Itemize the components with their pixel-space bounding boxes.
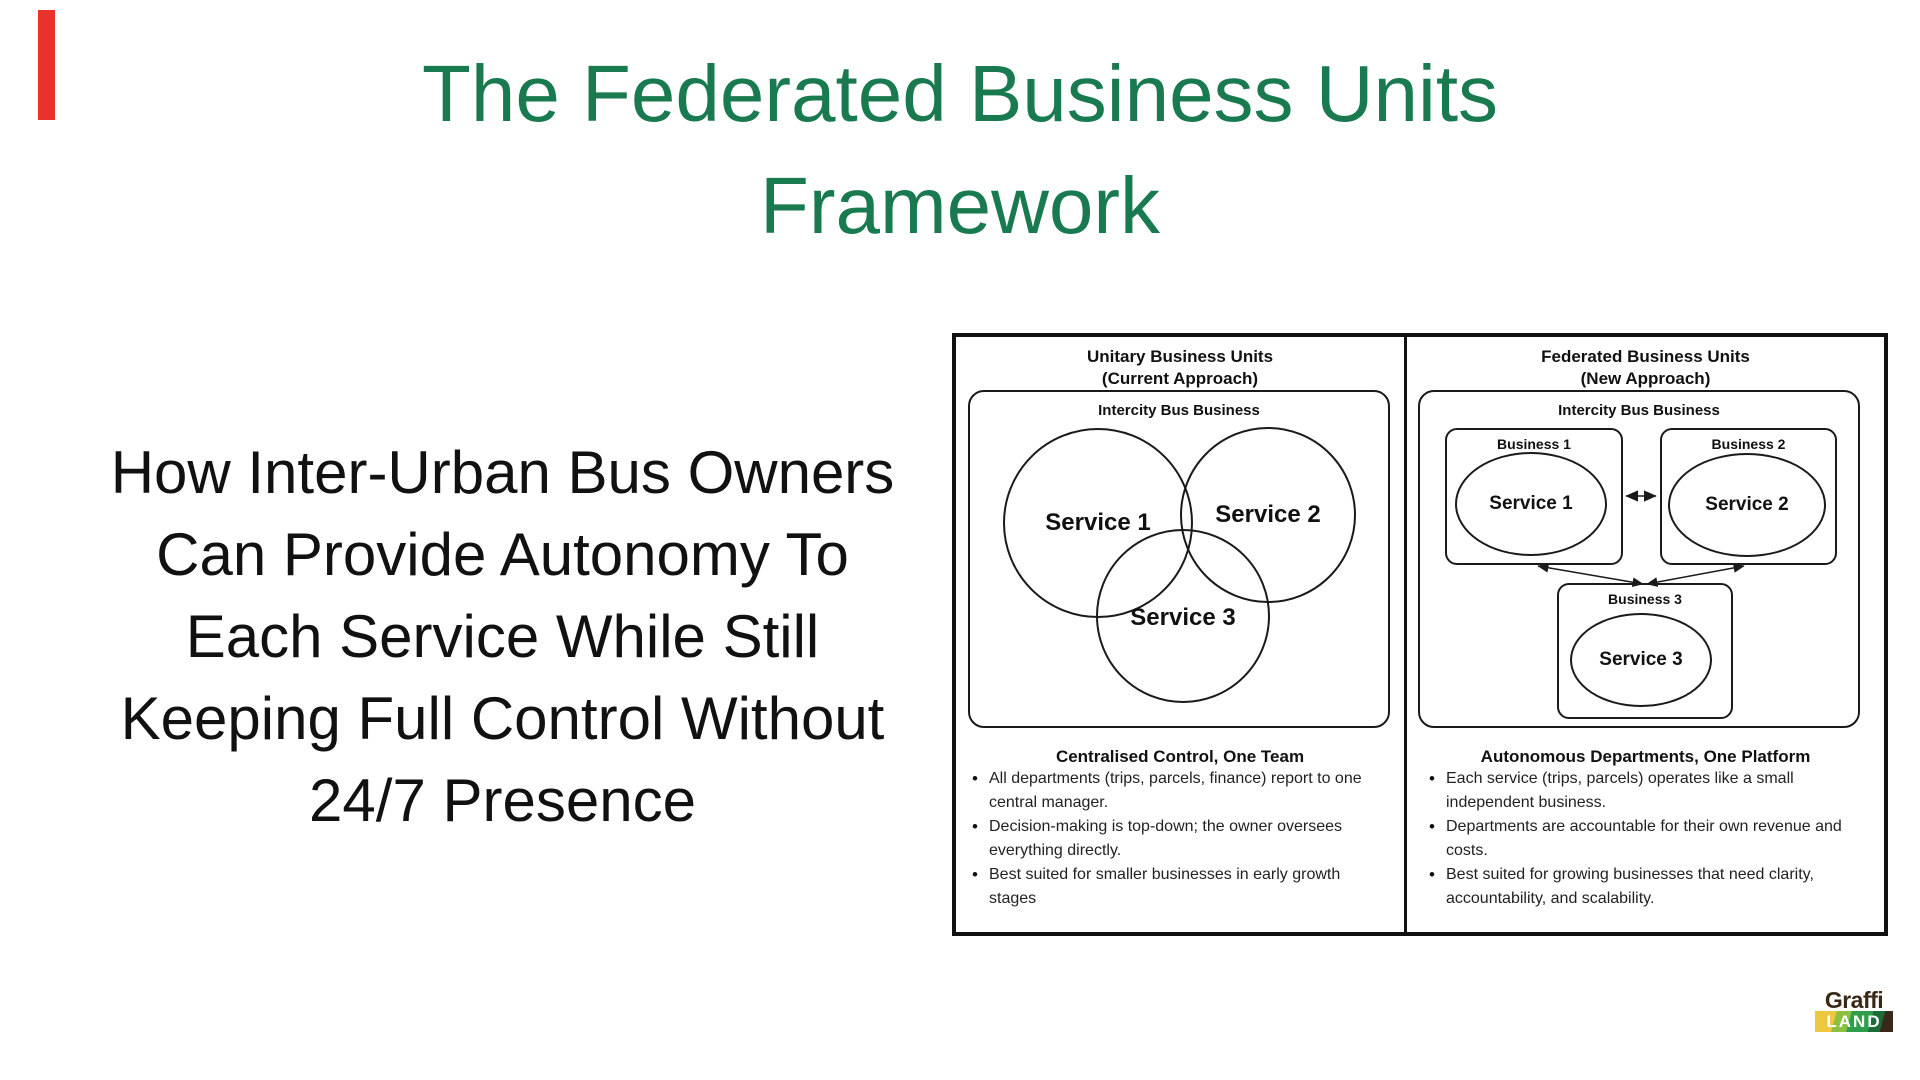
service3-ellipse-label: Service 3 — [1599, 649, 1683, 670]
subtitle-line: Can Provide Autonomy To — [156, 521, 849, 588]
intercity-box-unitary: Intercity Bus Business — [968, 390, 1390, 728]
subtitle-text: How Inter-Urban Bus Owners Can Provide A… — [55, 432, 950, 842]
intercity-label-federated: Intercity Bus Business — [1558, 402, 1720, 419]
subtitle-line: 24/7 Presence — [309, 767, 696, 834]
federated-panel-header: Federated Business Units (New Approach) — [1407, 346, 1884, 390]
logo-land-band: LAND — [1815, 1011, 1893, 1032]
federated-header-line2: (New Approach) — [1580, 369, 1711, 388]
unitary-bullet: Decision-making is top-down; the owner o… — [972, 815, 1374, 863]
federated-bullet: Departments are accountable for their ow… — [1429, 815, 1865, 863]
unitary-bullet-list: All departments (trips, parcels, finance… — [972, 767, 1374, 911]
red-accent-bar — [38, 10, 55, 120]
business3-box: Business 3 — [1557, 583, 1733, 719]
panel-divider — [1404, 337, 1407, 932]
service2-circle-label: Service 2 — [1215, 501, 1321, 528]
federated-bullet-list: Each service (trips, parcels) operates l… — [1429, 767, 1865, 911]
business1-label: Business 1 — [1497, 436, 1571, 452]
logo-graffi-text: Graffi — [1824, 987, 1884, 1013]
subtitle-line: Keeping Full Control Without — [120, 685, 885, 752]
service3-circle-label: Service 3 — [1130, 604, 1236, 631]
federated-header-line1: Federated Business Units — [1541, 347, 1750, 366]
business1-box: Business 1 — [1445, 428, 1623, 565]
unitary-bullet: All departments (trips, parcels, finance… — [972, 767, 1374, 815]
federated-bullet: Best suited for growing businesses that … — [1429, 863, 1865, 911]
business2-box: Business 2 — [1660, 428, 1837, 565]
title-line-2: Framework — [759, 161, 1161, 250]
unitary-panel-header: Unitary Business Units (Current Approach… — [956, 346, 1404, 390]
service2-ellipse — [1668, 453, 1826, 557]
business3-label: Business 3 — [1608, 591, 1682, 607]
service1-ellipse-label: Service 1 — [1489, 493, 1573, 514]
title-line-1: The Federated Business Units — [421, 49, 1499, 138]
unitary-bottom-heading: Centralised Control, One Team — [1055, 747, 1305, 766]
federated-bullet: Each service (trips, parcels) operates l… — [1429, 767, 1865, 815]
service2-ellipse-label: Service 2 — [1705, 494, 1789, 515]
service3-circle — [1096, 529, 1270, 703]
service1-circle-label: Service 1 — [1045, 509, 1151, 536]
business2-label: Business 2 — [1711, 436, 1786, 452]
service1-ellipse — [1455, 452, 1607, 556]
page-title: The Federated Business Units Framework — [0, 38, 1920, 262]
service3-ellipse — [1570, 613, 1712, 707]
intercity-label-unitary: Intercity Bus Business — [1098, 402, 1260, 419]
unitary-bullet: Best suited for smaller businesses in ea… — [972, 863, 1374, 911]
comparison-diagram: Unitary Business Units (Current Approach… — [952, 333, 1888, 936]
graffiland-logo: Graffi LAND — [1815, 988, 1893, 1032]
subtitle-line: Each Service While Still — [185, 603, 820, 670]
federated-bottom-heading: Autonomous Departments, One Platform — [1480, 747, 1811, 766]
unitary-header-line2: (Current Approach) — [1101, 369, 1259, 388]
intercity-box-federated: Intercity Bus Business — [1418, 390, 1860, 728]
unitary-header-line1: Unitary Business Units — [1086, 347, 1274, 366]
subtitle-line: How Inter-Urban Bus Owners — [110, 439, 895, 506]
